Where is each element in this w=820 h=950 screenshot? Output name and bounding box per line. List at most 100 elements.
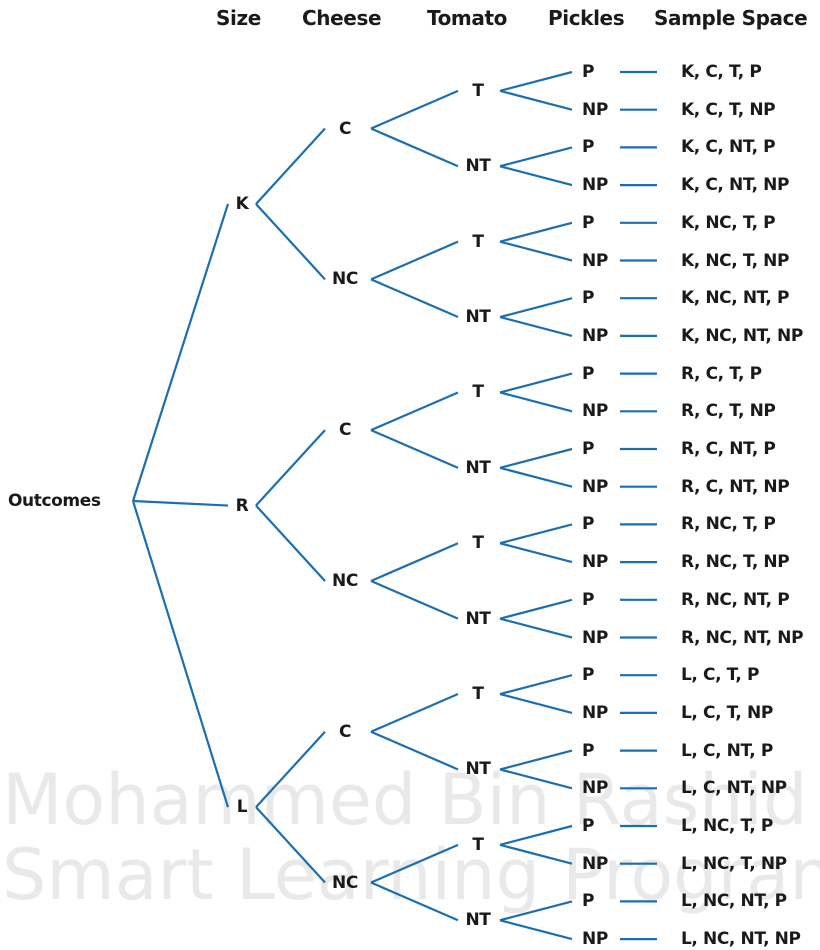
branch-cheese-tomato: [370, 542, 459, 582]
tomato-node: T: [472, 684, 484, 705]
cheese-node: C: [338, 118, 352, 139]
root-outcomes-label: Outcomes: [8, 491, 101, 511]
sample-space-outcome: L, NC, T, NP: [681, 853, 787, 874]
branch-cheese-tomato: [370, 693, 459, 733]
sample-space-outcome: R, C, NT, NP: [681, 476, 790, 497]
header-size: Size: [216, 6, 261, 30]
branch-cheese-tomato: [370, 881, 459, 922]
sample-space-outcome: K, C, T, NP: [681, 99, 776, 120]
branch-cheese-tomato: [370, 429, 459, 469]
sample-space-outcome: K, NC, T, P: [681, 212, 776, 233]
pickle-node: P: [582, 62, 595, 82]
branch-tomato-pickle: [499, 165, 573, 187]
branch-root-size: [131, 203, 230, 502]
sample-space-outcome: R, NC, NT, P: [681, 589, 790, 610]
cheese-node: NC: [332, 570, 358, 591]
branch-root-size: [132, 499, 229, 507]
tomato-node: T: [472, 231, 484, 252]
cheese-node: C: [338, 721, 352, 742]
sample-space-outcome: R, C, NT, P: [681, 439, 776, 459]
branch-cheese-tomato: [370, 89, 459, 130]
pickle-node: P: [582, 665, 595, 686]
tomato-node: T: [472, 533, 484, 554]
sample-space-outcome: R, NC, T, NP: [681, 552, 790, 573]
sample-space-outcome: R, NC, NT, NP: [681, 627, 804, 648]
branch-tomato-pickle: [499, 297, 573, 319]
branch-size-cheese: [255, 429, 326, 507]
pickle-node: NP: [582, 853, 608, 874]
pickle-node: NP: [582, 175, 608, 196]
branch-cheese-tomato: [370, 843, 459, 884]
pickle-node: P: [582, 288, 595, 309]
cheese-node: C: [338, 420, 352, 441]
pickle-node: NP: [582, 99, 608, 120]
pickle-node: NP: [582, 325, 608, 346]
cheese-node: NC: [332, 269, 358, 290]
branch-tomato-pickle: [499, 749, 573, 771]
branch-size-cheese: [255, 127, 326, 205]
tomato-node: NT: [465, 457, 491, 478]
pickle-node: P: [582, 589, 595, 610]
header-cheese: Cheese: [302, 6, 382, 30]
sample-space-outcome: L, NC, T, P: [681, 816, 773, 836]
sample-space-outcome: L, NC, NT, NP: [681, 929, 801, 950]
branch-cheese-tomato: [370, 278, 459, 319]
size-node: R: [235, 495, 249, 516]
sample-space-outcome: L, C, NT, NP: [681, 778, 787, 799]
branch-tomato-pickle: [499, 692, 573, 714]
pickle-node: P: [582, 212, 595, 233]
sample-space-outcome: L, C, T, NP: [681, 702, 773, 723]
sample-space-outcome: L, NC, NT, P: [681, 891, 787, 912]
branch-size-cheese: [255, 731, 326, 808]
branch-cheese-tomato: [370, 240, 459, 281]
pickle-node: P: [582, 816, 595, 836]
branch-tomato-pickle: [499, 315, 573, 337]
branch-tomato-pickle: [499, 598, 573, 620]
header-sample-space: Sample Space: [654, 6, 808, 30]
branch-tomato-pickle: [499, 146, 573, 168]
sample-space-outcome: L, C, NT, P: [681, 740, 773, 761]
pickle-node: NP: [582, 627, 608, 648]
branch-root-size: [131, 500, 230, 808]
branch-tomato-pickle: [499, 372, 573, 394]
branch-tomato-pickle: [499, 89, 573, 111]
sample-space-outcome: K, C, T, P: [681, 62, 762, 82]
branch-tomato-pickle: [499, 221, 573, 243]
pickle-node: NP: [582, 401, 608, 422]
branch-cheese-tomato: [370, 730, 459, 771]
size-node: L: [236, 797, 248, 818]
sample-space-outcome: K, NC, NT, NP: [681, 325, 803, 346]
branch-cheese-tomato: [370, 127, 459, 168]
pickle-node: NP: [582, 929, 608, 950]
branch-tomato-pickle: [499, 466, 573, 488]
tomato-node: NT: [465, 307, 491, 328]
pickle-node: NP: [582, 552, 608, 573]
pickle-node: P: [582, 891, 595, 912]
branch-tomato-pickle: [499, 240, 573, 262]
pickle-node: NP: [582, 778, 608, 799]
branch-tomato-pickle: [499, 919, 573, 941]
branch-tomato-pickle: [499, 768, 573, 790]
tomato-node: NT: [465, 156, 491, 177]
branch-size-cheese: [255, 203, 326, 281]
branch-tomato-pickle: [499, 824, 573, 846]
size-node: K: [235, 193, 249, 214]
tomato-node: T: [472, 80, 484, 101]
sample-space-outcome: K, NC, NT, P: [681, 288, 790, 309]
pickle-node: P: [582, 137, 595, 158]
tomato-node: NT: [465, 608, 491, 629]
sample-space-outcome: R, C, T, NP: [681, 401, 776, 422]
branch-tomato-pickle: [499, 674, 573, 696]
sample-space-outcome: K, NC, T, NP: [681, 250, 790, 271]
branch-cheese-tomato: [370, 579, 459, 620]
pickle-node: P: [582, 363, 595, 384]
branch-tomato-pickle: [499, 391, 573, 413]
pickle-node: NP: [582, 702, 608, 723]
header-tomato: Tomato: [427, 6, 507, 30]
sample-space-outcome: R, NC, T, P: [681, 514, 776, 535]
sample-space-outcome: L, C, T, P: [681, 665, 760, 686]
branch-size-cheese: [255, 806, 326, 884]
branch-tomato-pickle: [499, 542, 573, 564]
branch-tomato-pickle: [499, 523, 573, 545]
